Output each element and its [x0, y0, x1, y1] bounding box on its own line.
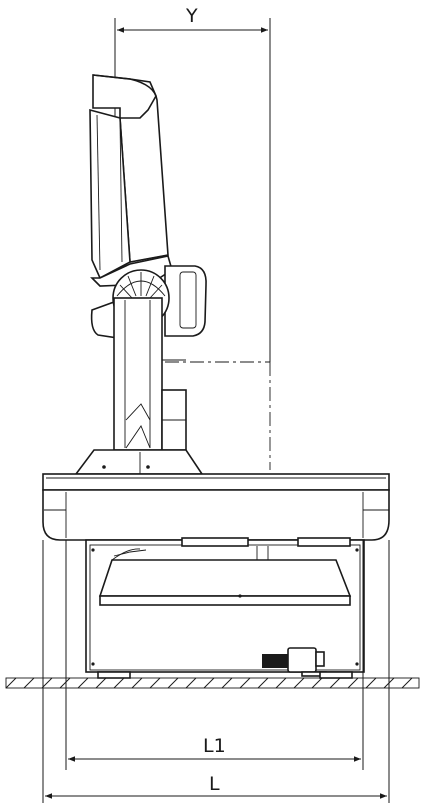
hatch-line — [347, 677, 359, 689]
hatch-line — [329, 677, 341, 689]
hatch-line — [41, 677, 53, 689]
hatch-line — [293, 677, 305, 689]
machine-table — [42, 473, 390, 541]
hatch-line — [203, 677, 215, 689]
drawer-tray — [98, 548, 352, 606]
hatch-line — [239, 677, 251, 689]
dimension-label-l1: L1 — [203, 735, 226, 757]
reference-centerline — [165, 361, 271, 470]
dimension-l1: L1 — [65, 540, 364, 770]
hatch-line — [23, 677, 35, 689]
hatch-line — [149, 677, 161, 689]
dimension-label-l: L — [209, 773, 220, 795]
hatch-line — [221, 677, 233, 689]
hatch-line — [59, 677, 71, 689]
hatch-line — [167, 677, 179, 689]
hatch-line — [131, 677, 143, 689]
column-base — [74, 449, 204, 475]
hatch-line — [5, 677, 17, 689]
dimension-label-y: Y — [185, 5, 198, 27]
foot-pedal — [262, 647, 330, 677]
hatch-line — [401, 677, 413, 689]
hatch-line — [185, 677, 197, 689]
floor-hatching — [5, 677, 420, 689]
hatch-line — [113, 677, 125, 689]
hatch-line — [275, 677, 287, 689]
dimension-l: L — [42, 540, 390, 803]
hatch-line — [311, 677, 323, 689]
monitor-display — [89, 74, 173, 287]
support-column — [113, 297, 187, 451]
hatch-line — [257, 677, 269, 689]
hatch-line — [77, 677, 89, 689]
hatch-line — [95, 677, 107, 689]
hatch-line — [365, 677, 377, 689]
